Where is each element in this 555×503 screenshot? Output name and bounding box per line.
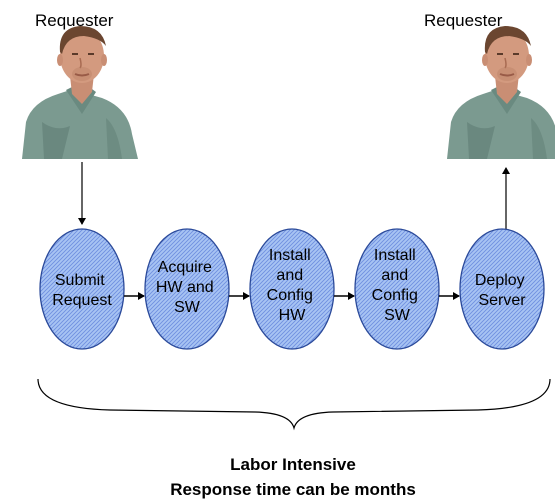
left-requester: Requester	[21, 11, 139, 160]
step-label-line: HW	[279, 307, 307, 324]
step-install-config-hw: Install and Config HW	[249, 228, 335, 350]
step-label-line: SW	[174, 299, 201, 316]
svg-text:Deploy Server: Deploy Server	[475, 272, 529, 309]
step-label-line: HW and	[156, 279, 214, 296]
step-label-line: Request	[52, 292, 112, 309]
step-ellipse	[459, 228, 545, 350]
step-label-line: Install	[374, 247, 416, 264]
step-install-config-sw: Install and Config SW	[354, 228, 440, 350]
left-requester-photo	[21, 25, 139, 160]
svg-text:Install and Config: Install and Config HW	[267, 247, 318, 324]
step-label-line: Config	[372, 287, 418, 304]
svg-text:Acquire HW and SW: Acquire HW and SW	[156, 259, 218, 316]
step-ellipse	[354, 228, 440, 350]
step-ellipse	[39, 228, 125, 350]
step-submit-request: Submit Request	[39, 228, 125, 350]
step-deploy-server: Deploy Server	[459, 228, 545, 350]
step-label-line: Acquire	[158, 259, 212, 276]
step-label-line: Submit	[55, 272, 105, 289]
left-requester-label: Requester	[35, 11, 114, 30]
step-ellipse	[249, 228, 335, 350]
step-ellipse	[144, 228, 230, 350]
right-requester-label: Requester	[424, 11, 503, 30]
svg-text:Submit Request: Submit Request	[52, 272, 112, 309]
step-label-line: Server	[478, 292, 526, 309]
step-acquire-hw-sw: Acquire HW and SW	[144, 228, 230, 350]
step-label-line: and	[381, 267, 408, 284]
step-label-line: and	[276, 267, 303, 284]
step-label-line: Install	[269, 247, 311, 264]
step-label-line: Config	[267, 287, 313, 304]
curly-brace	[37, 378, 551, 431]
right-requester-photo	[446, 25, 555, 160]
svg-text:Install and Config: Install and Config SW	[372, 247, 423, 324]
footer-line-1: Labor Intensive	[230, 455, 356, 474]
right-requester: Requester	[424, 11, 555, 160]
step-label-line: SW	[384, 307, 411, 324]
step-label-line: Deploy	[475, 272, 525, 289]
footer-line-2: Response time can be months	[170, 480, 416, 499]
